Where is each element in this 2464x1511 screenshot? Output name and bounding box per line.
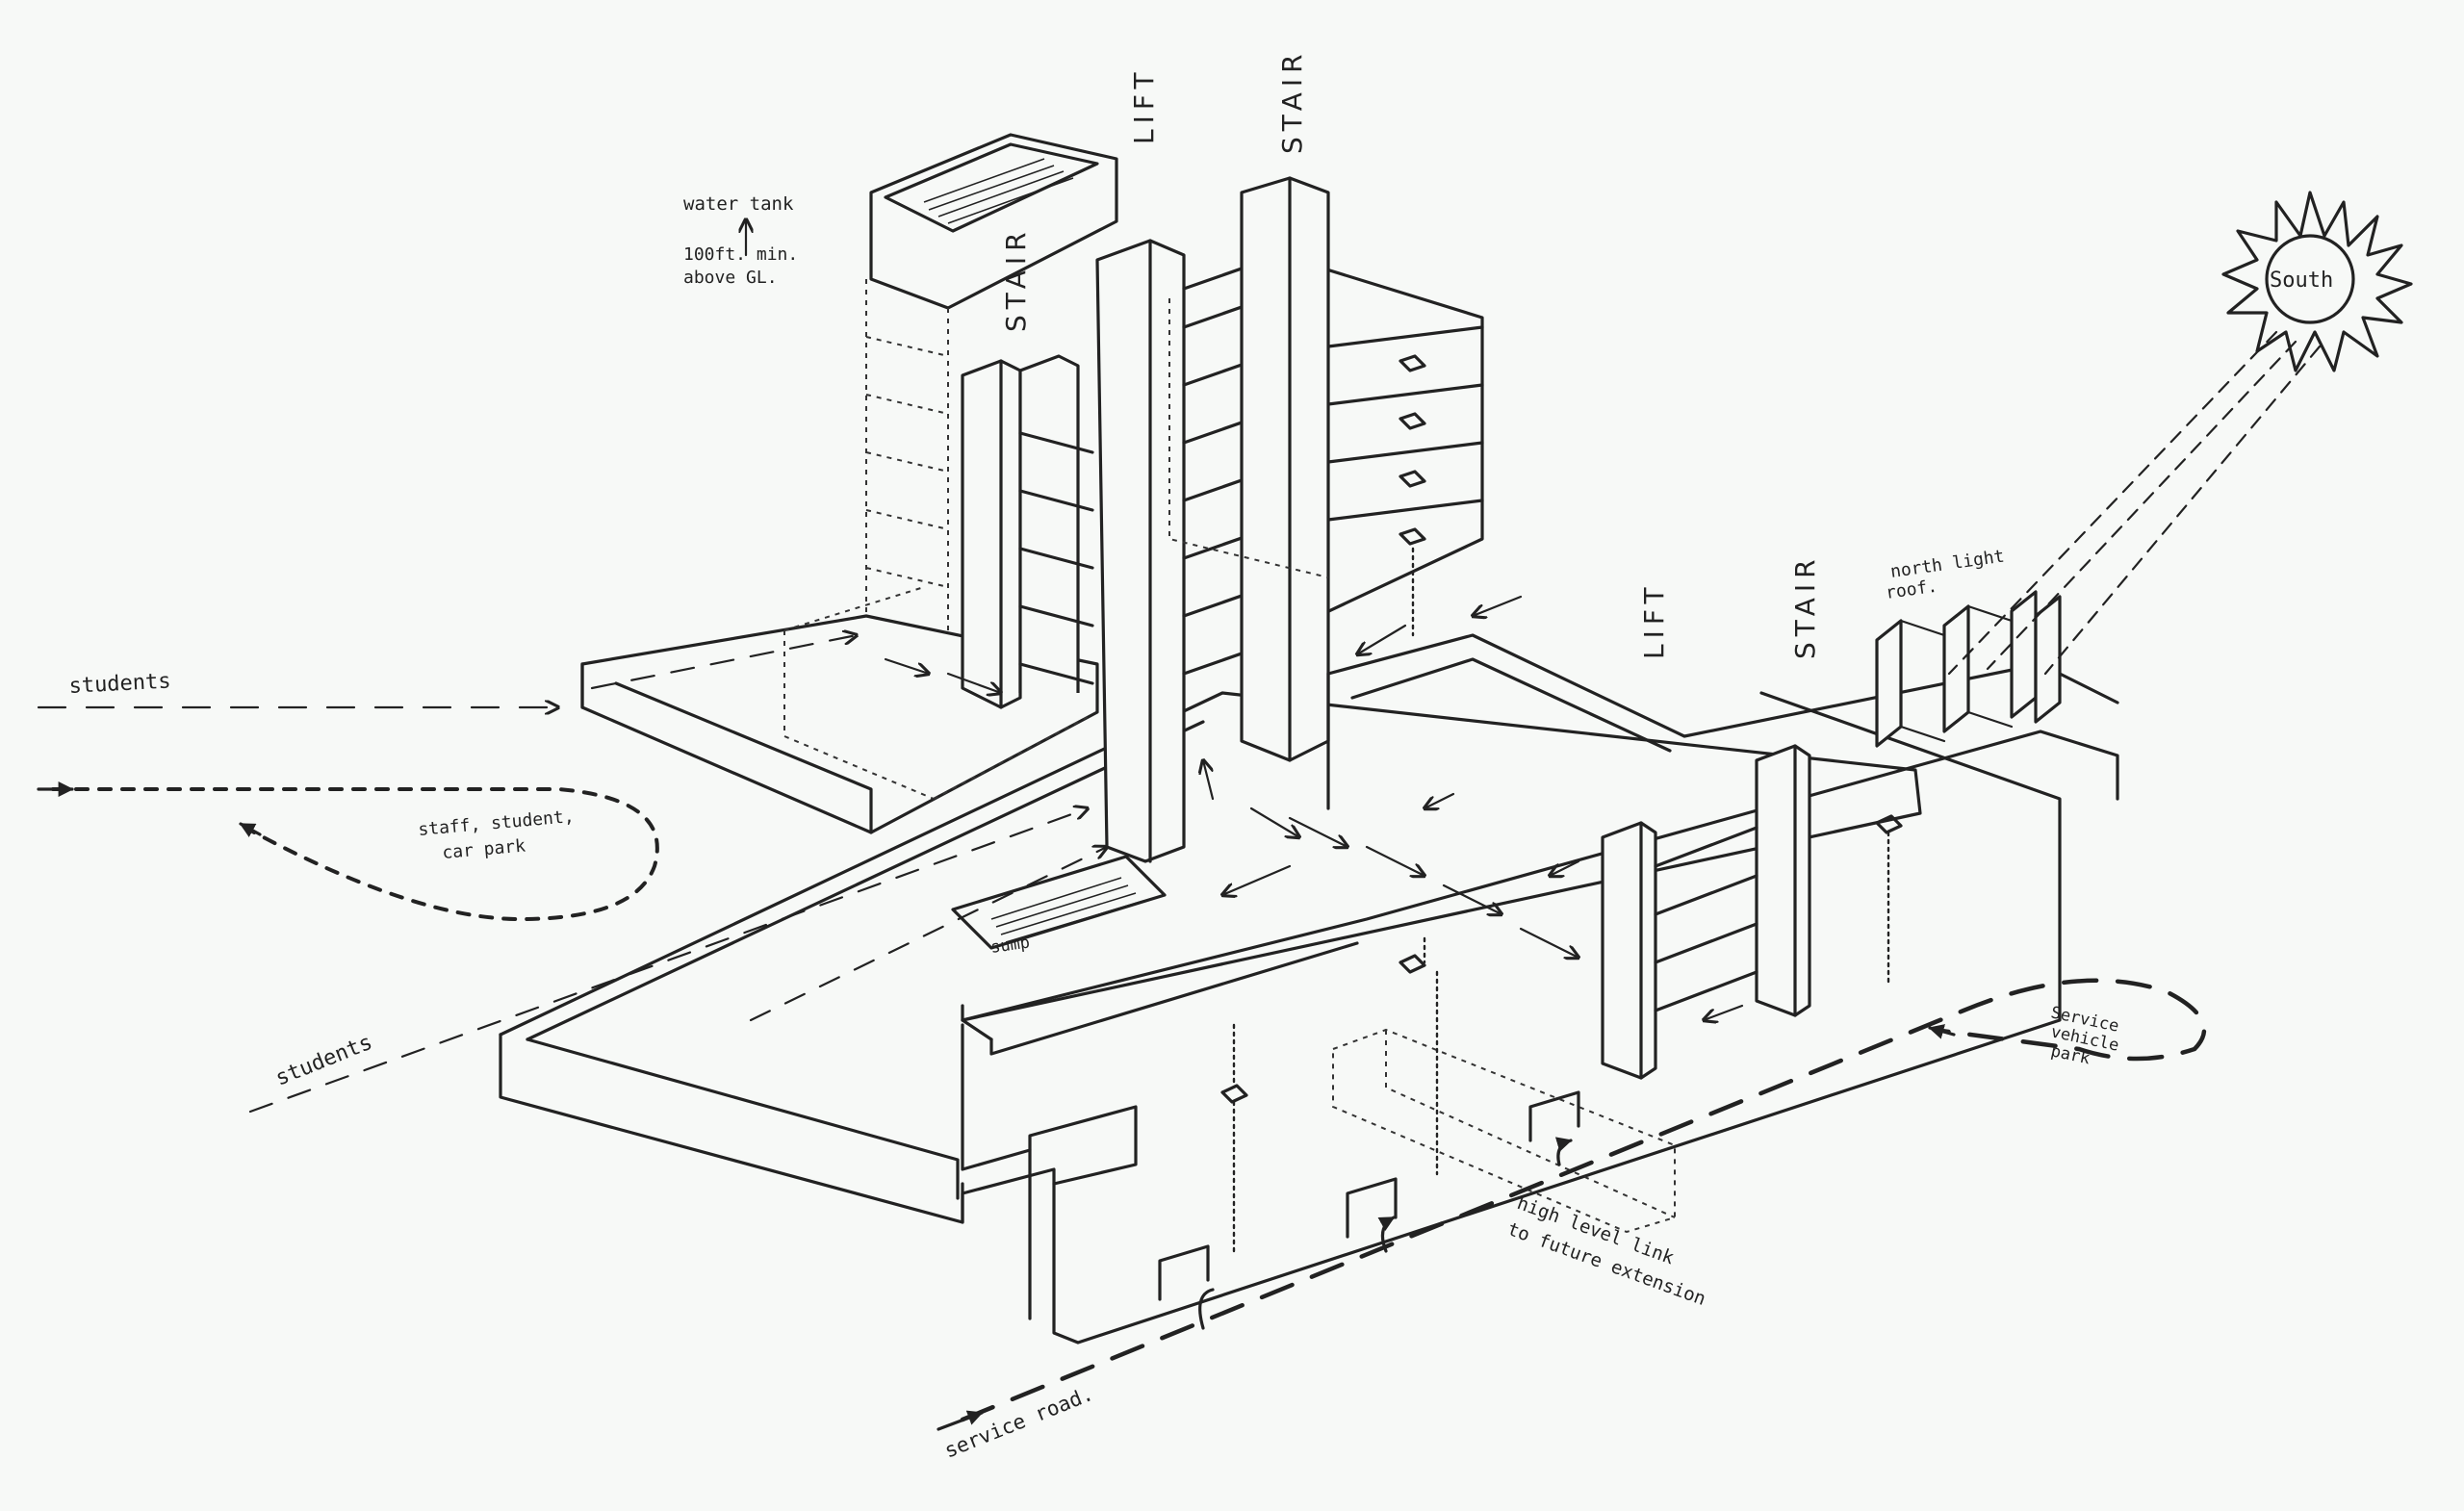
internal-circulation [884, 595, 1744, 1020]
label-car-park-1: staff, student, [418, 807, 576, 840]
label-north-light: north light [1889, 547, 2006, 582]
label-sun: South [2270, 269, 2333, 293]
label-water-tank-note-1: 100ft. min. [683, 244, 798, 265]
labels: water tank 100ft. min. above GL. STAIR L… [68, 48, 2333, 1462]
sun-icon [2221, 191, 2413, 372]
label-stair-center: STAIR [1276, 48, 1308, 154]
label-service-road: service road. [941, 1382, 1096, 1463]
label-students-bottom: students [272, 1031, 376, 1091]
left-wing [580, 133, 1118, 834]
label-stair-right: STAIR [1789, 553, 1821, 659]
sump [951, 855, 1167, 950]
central-tower [1095, 176, 1484, 863]
student-routes [37, 635, 1107, 1114]
label-water-tank: water tank [683, 193, 794, 215]
label-car-park-2: car park [442, 835, 526, 862]
label-water-tank-note-2: above GL. [683, 268, 778, 288]
label-lift-right: LIFT [1638, 581, 1670, 659]
main-podium [499, 691, 2119, 1345]
label-sump: sump [989, 933, 1031, 958]
sun-rays [1947, 330, 2322, 676]
service-road [937, 978, 2207, 1431]
car-park-route [37, 781, 659, 922]
label-stair-left: STAIR [1000, 226, 1032, 332]
label-students-top: students [68, 669, 171, 699]
label-lift-center: LIFT [1128, 66, 1160, 144]
right-wing [1220, 590, 2119, 1253]
